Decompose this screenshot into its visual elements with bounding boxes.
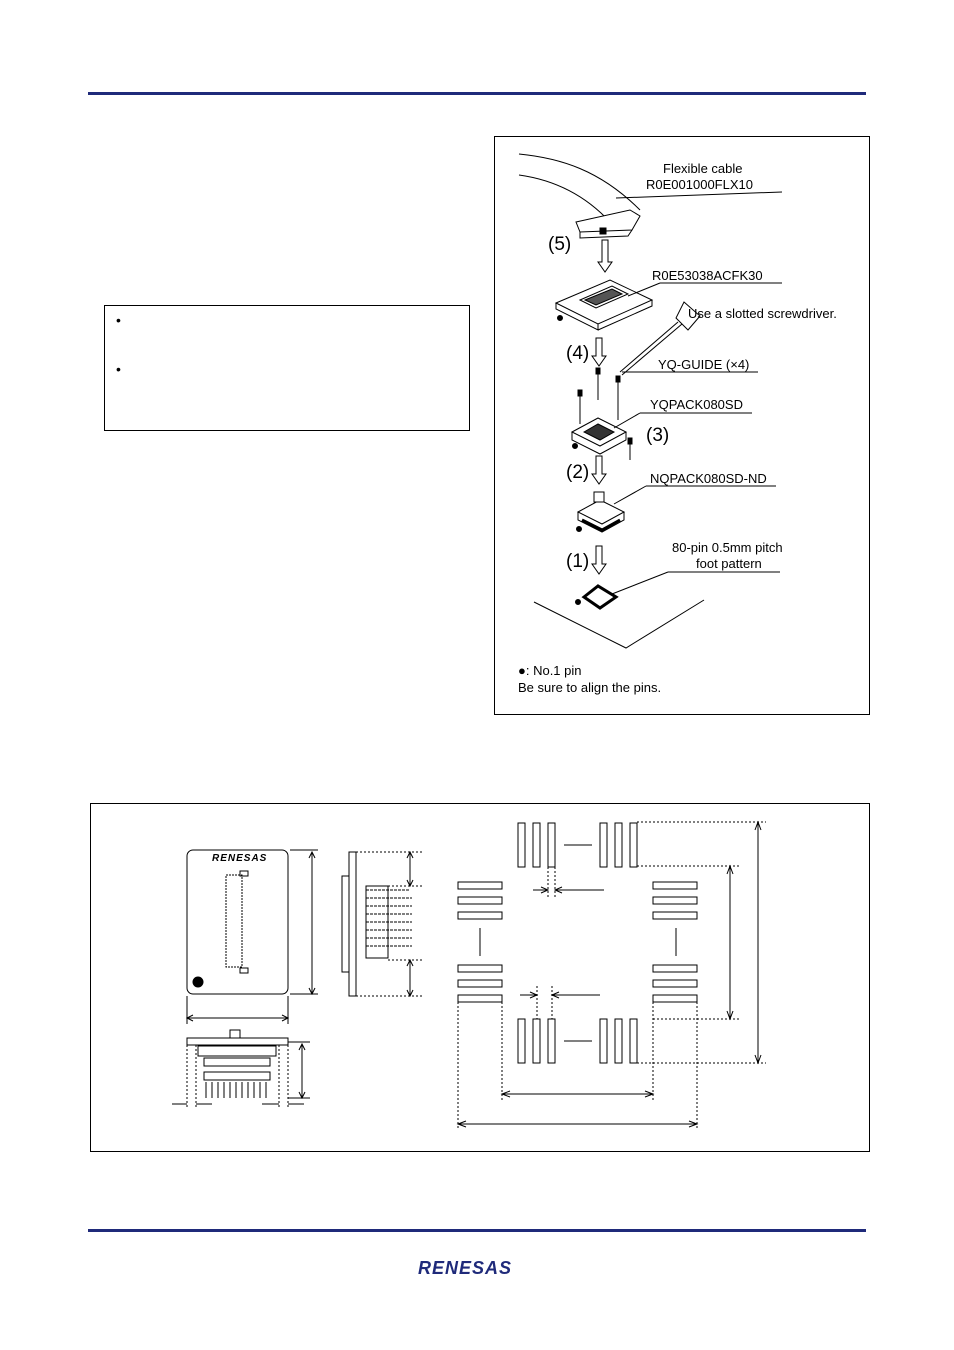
arrow-step-5 xyxy=(597,239,613,273)
board-front-view xyxy=(186,1037,289,1046)
screwdriver-icon xyxy=(675,301,701,331)
cable-connector xyxy=(575,209,641,233)
step-4: (4) xyxy=(566,343,590,364)
step-5: (5) xyxy=(548,234,572,255)
label-guide: YQ-GUIDE (×4) xyxy=(658,357,750,372)
note-bullet-2: • xyxy=(116,361,121,377)
label-flexible-cable: Flexible cable xyxy=(663,161,743,176)
board-logo: RENESAS xyxy=(212,853,268,864)
label-board-part: R0E53038ACFK30 xyxy=(652,268,763,283)
label-cable-part: R0E001000FLX10 xyxy=(646,177,753,192)
label-foot-pattern-2: foot pattern xyxy=(696,556,762,571)
legend-align: Be sure to align the pins. xyxy=(518,680,662,695)
pcb-outline xyxy=(533,599,705,649)
legend-pin1: ●: No.1 pin xyxy=(518,663,582,678)
footer-rule xyxy=(88,1229,866,1232)
connection-figure-frame xyxy=(494,136,870,715)
step-1: (1) xyxy=(566,551,590,572)
label-nqpack: NQPACK080SD-ND xyxy=(650,471,767,486)
foot-pattern xyxy=(581,584,619,610)
renesas-logo: RENESAS xyxy=(418,1258,513,1278)
arrow-step-4 xyxy=(591,337,607,367)
pin1-marker xyxy=(192,976,204,988)
board-top-view xyxy=(186,849,289,995)
dimension-figure-frame xyxy=(90,803,870,1152)
step-3: (3) xyxy=(646,425,670,446)
note-box xyxy=(104,305,470,431)
footprint-pad xyxy=(517,822,526,868)
label-foot-pattern-1: 80-pin 0.5mm pitch xyxy=(672,540,783,555)
note-bullet-1: • xyxy=(116,312,121,328)
label-screwdriver: Use a slotted screwdriver. xyxy=(688,306,837,321)
arrow-step-1 xyxy=(591,545,607,575)
step-2: (2) xyxy=(566,462,590,483)
arrow-step-2 xyxy=(591,455,607,485)
header-rule xyxy=(88,92,866,95)
label-yqpack: YQPACK080SD xyxy=(650,397,743,412)
board-side-view xyxy=(348,851,357,997)
